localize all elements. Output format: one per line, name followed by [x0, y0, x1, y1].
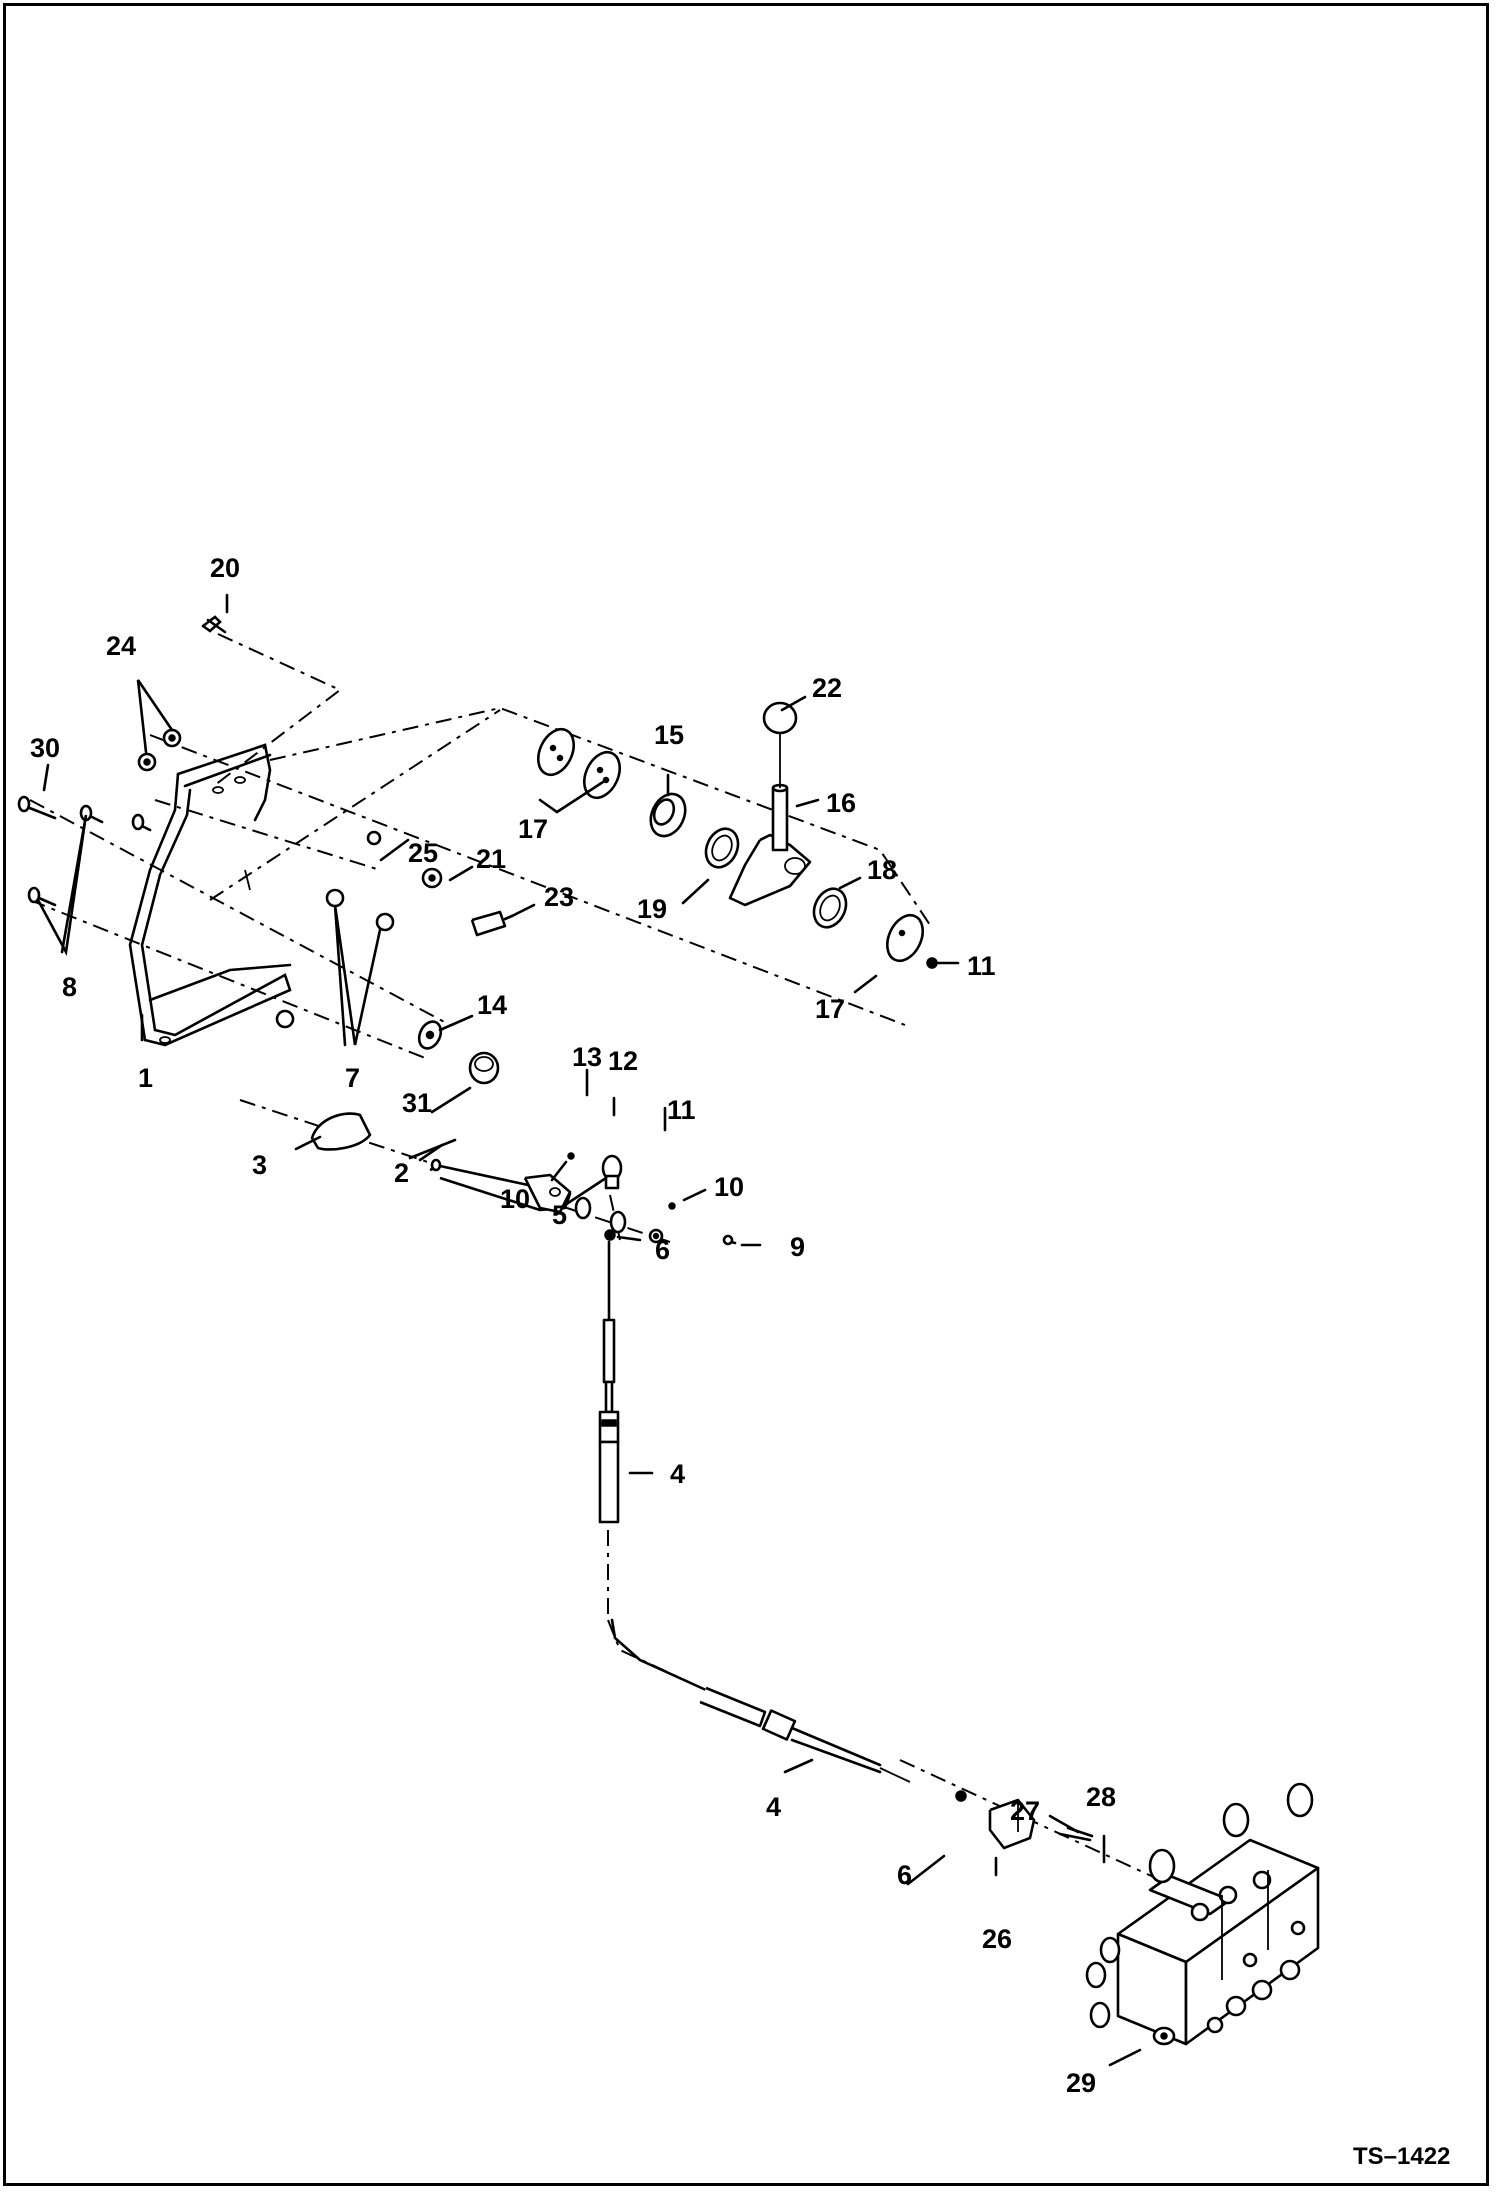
control-cable-part-4: [598, 1229, 967, 1802]
callout-29: 29: [1066, 2068, 1096, 2098]
callout-18: 18: [867, 855, 897, 885]
callout-15: 15: [654, 720, 684, 750]
callout-1: 1: [138, 1063, 153, 1093]
callout-17-upper: 17: [518, 814, 548, 844]
callout-6-lower: 6: [897, 1860, 912, 1890]
middle-lever-assembly: [310, 1020, 737, 1246]
callout-10-left: 10: [500, 1184, 530, 1214]
bracket-hardware: [17, 615, 514, 1029]
callout-6-upper: 6: [655, 1235, 670, 1265]
callout-4-upper: 4: [670, 1459, 685, 1489]
drawing-border: [3, 3, 1489, 2186]
bracket-plate-part-1: [128, 743, 292, 1047]
drawing-code: TS–1422: [1353, 2143, 1450, 2170]
callout-4-lower: 4: [766, 1792, 781, 1822]
callout-7: 7: [345, 1063, 360, 1093]
callout-10-right: 10: [714, 1172, 744, 1202]
leader-lines: [36, 593, 1142, 2067]
callout-16: 16: [826, 788, 856, 818]
callout-11-upper: 11: [967, 951, 996, 981]
upper-lever-assembly: [537, 701, 938, 969]
callout-9: 9: [790, 1232, 805, 1262]
callout-12: 12: [608, 1046, 638, 1076]
callout-20: 20: [210, 553, 240, 583]
callout-17-lower: 17: [815, 994, 845, 1024]
callout-23: 23: [544, 882, 574, 912]
callout-8: 8: [62, 972, 77, 1002]
callout-26: 26: [982, 1924, 1012, 1954]
callout-28: 28: [1086, 1782, 1116, 1812]
callout-30: 30: [30, 733, 60, 763]
callout-2: 2: [394, 1158, 409, 1188]
callout-24: 24: [106, 631, 136, 661]
callout-27: 27: [1010, 1796, 1040, 1826]
callout-labels: 20 24 30 8 1 7 3 2 31 14 13 12 11 10 10 …: [30, 553, 1450, 2170]
callout-5: 5: [552, 1200, 567, 1230]
centerlines: [29, 633, 1161, 1881]
callout-22: 22: [812, 673, 842, 703]
callout-13: 13: [572, 1042, 602, 1072]
control-valve-part-29: [1085, 1782, 1320, 2046]
callout-11-lower: 11: [667, 1095, 696, 1125]
callout-21: 21: [476, 844, 506, 874]
callout-14: 14: [477, 990, 507, 1020]
callout-3: 3: [252, 1150, 267, 1180]
callout-31: 31: [402, 1088, 432, 1118]
callout-19: 19: [637, 894, 667, 924]
callout-25: 25: [408, 838, 438, 868]
